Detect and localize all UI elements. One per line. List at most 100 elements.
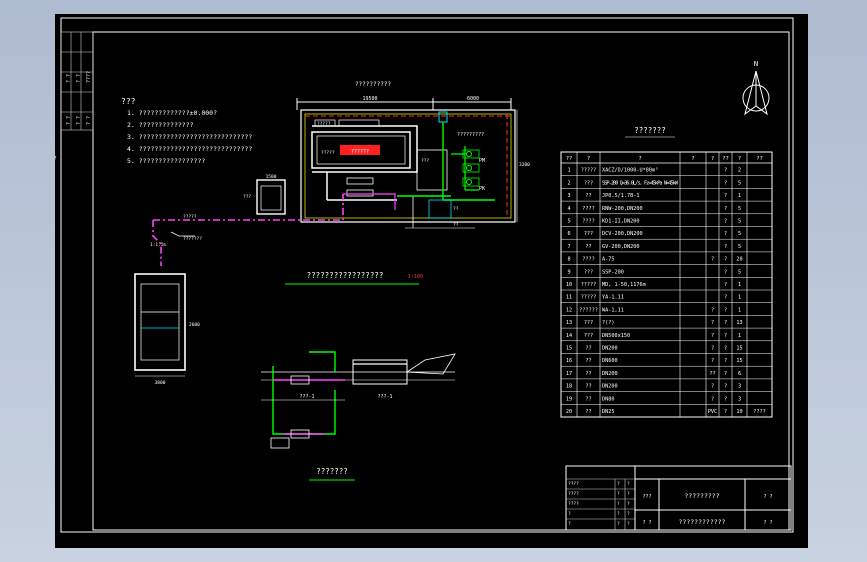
tb-left-b-2: ?	[617, 501, 620, 507]
note-5: 5. ?????????????????	[127, 157, 205, 165]
well-label: ???	[243, 194, 251, 200]
table-cell-unit: ?	[711, 346, 714, 352]
label-pm: PM	[479, 158, 485, 164]
table-cell-qty: 1	[738, 333, 741, 339]
tb-mid-bottom: ? ?	[642, 520, 651, 526]
tank-label: ??????	[351, 149, 369, 155]
table-cell-no: 3	[567, 193, 570, 199]
strip-text-4: ? ?	[66, 116, 72, 125]
table-cell-name: ????	[582, 257, 595, 263]
table-cell-name: ???	[584, 320, 593, 326]
table-cell-qty: 5	[738, 269, 741, 275]
table-cell-unit: ?	[711, 257, 714, 263]
table-header-3: ?	[691, 156, 694, 162]
table-cell-spec: DN80	[602, 396, 615, 402]
table-cell-no: 18	[566, 384, 572, 390]
table-cell-spec: DN200	[602, 384, 618, 390]
table-cell-num: ?	[724, 206, 727, 212]
table-cell-qty: 3	[738, 384, 741, 390]
table-cell-num: ?	[724, 358, 727, 364]
table-cell-num: ?	[724, 231, 727, 237]
table-cell-qty: 5	[738, 219, 741, 225]
table-cell-num: ?	[724, 371, 727, 377]
table-header-0: ??	[566, 156, 573, 162]
dim-side-box: 2600	[189, 322, 200, 328]
tb-left-b-3: ?	[617, 511, 620, 517]
table-cell-qty: 5	[738, 206, 741, 212]
table-cell-name: ??	[585, 384, 591, 390]
pump-house-plan: ?????? ????? ??? ????? ?????????	[300, 109, 530, 229]
tb-left-c-4: ?	[627, 521, 630, 527]
table-cell-name: ??????	[579, 307, 598, 313]
table-cell-qty: 2	[738, 168, 741, 174]
label-box-a: ??	[453, 206, 459, 212]
table-cell-spec: A-75	[602, 257, 615, 263]
tb-left-b-4: ?	[617, 521, 620, 527]
table-cell-spec: MD, 1-50,1176m	[602, 282, 646, 288]
table-cell-num: ?	[724, 257, 727, 263]
table-cell-no: 4	[567, 206, 570, 212]
table-cell-no: 12	[566, 307, 572, 313]
table-cell-unit: ?	[711, 396, 714, 402]
north-arrow-icon: N	[742, 60, 770, 116]
tb-left-c-1: ?	[627, 491, 630, 497]
table-cell-no: 19	[566, 396, 572, 402]
table-cell-spec: GV-200,DN200	[602, 244, 639, 250]
strip-text-3: ????	[86, 71, 92, 83]
table-cell-unit: ?	[711, 333, 714, 339]
table-cell-name: ???	[584, 180, 593, 186]
table-cell-name: ??	[585, 409, 591, 415]
table-header-4: ?	[711, 156, 714, 162]
strip-text-5: ? ?	[76, 116, 82, 125]
table-cell-num: ?	[724, 333, 727, 339]
table-cell-no: 17	[566, 371, 572, 377]
strip-text-1: ? ?	[66, 74, 72, 83]
table-cell-name: ???	[584, 231, 593, 237]
table-cell-qty: 1	[738, 282, 741, 288]
room-small-label: ???	[421, 158, 429, 164]
tb-left-a-2: ????	[568, 501, 579, 507]
section-caption: ???????	[316, 467, 348, 476]
dim-top-a: 19500	[362, 96, 377, 102]
table-cell-unit: ?	[711, 358, 714, 364]
table-cell-spec: ?(?)	[602, 320, 615, 326]
room-small	[416, 149, 448, 191]
table-cell-name: ????	[582, 219, 595, 225]
well-box: 1500 ???	[243, 174, 286, 215]
note-4: 4. ?????????????????????????????	[127, 145, 252, 153]
table-cell-spec: KD1-II,DN200	[602, 219, 639, 225]
table-cell-spec: XACZ/D/1000-U*80m³	[602, 168, 658, 174]
table-cell-num: ?	[724, 307, 727, 313]
strip-text-6: ? ?	[86, 116, 92, 125]
table-header-5: ??	[722, 156, 729, 162]
dimension-top: 19500 6000	[296, 96, 512, 110]
table-cell-qty: 3	[738, 396, 741, 402]
note-1: 1. ?????????????±0.000?	[127, 109, 217, 117]
section-label-right: ???-1	[377, 394, 392, 400]
table-cell-no: 7	[567, 244, 570, 250]
left-binding-strip: ? ? ? ? ???? ? ? ? ? ? ?	[60, 31, 94, 131]
table-cell-no: 11	[566, 295, 572, 301]
table-cell-qty: 5	[738, 231, 741, 237]
table-cell-qty: 10	[736, 409, 742, 415]
table-cell-qty: 15	[736, 346, 742, 352]
tb-left-a-1: ????	[568, 491, 579, 497]
tb-name-top: ?????????	[684, 492, 719, 500]
table-cell-qty: 15	[736, 358, 742, 364]
notes-title: ???	[121, 97, 136, 106]
table-cell-qty: 13	[736, 320, 742, 326]
title-block: ???? ???? ???? ? ? ? ? ? ? ? ? ? ? ? ? ?…	[565, 465, 792, 531]
dim-left-box: 1500	[266, 174, 277, 180]
table-cell-qty: 1	[738, 193, 741, 199]
table-cell-no: 9	[567, 269, 570, 275]
table-cell-name: ?????	[581, 295, 597, 301]
table-cell-no: 15	[566, 346, 572, 352]
table-cell-no: 5	[567, 219, 570, 225]
tb-right-bottom: ? ?	[763, 520, 772, 526]
drawing-canvas[interactable]: ? ? ? ? ???? ? ? ? ? ? ? ??? 1. ????????…	[55, 14, 808, 548]
table-cell-num: ?	[724, 295, 727, 301]
table-header-6: ?	[738, 156, 741, 162]
table-cell-name: ????	[582, 206, 595, 212]
table-cell-num: ?	[724, 180, 727, 186]
note-3: 3. ?????????????????????????????	[127, 133, 252, 141]
